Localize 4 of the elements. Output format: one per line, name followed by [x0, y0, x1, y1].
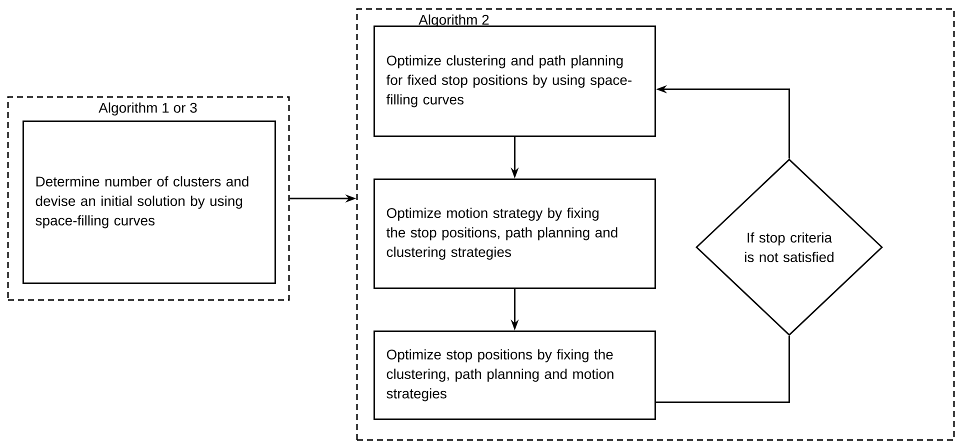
process-box: Optimize motion strategy by fixing the stop positions, path planning and clustering strategies [374, 178, 656, 289]
process-box: Optimize clustering and path planning for fixed stop positions by using space-filling curves [374, 26, 656, 137]
process-box: Optimize stop positions by fixing the clustering, path planning and motion strategies [374, 330, 656, 420]
process-box: Determine number of clusters and devise an initial solution by using space-filling curves [22, 120, 276, 284]
